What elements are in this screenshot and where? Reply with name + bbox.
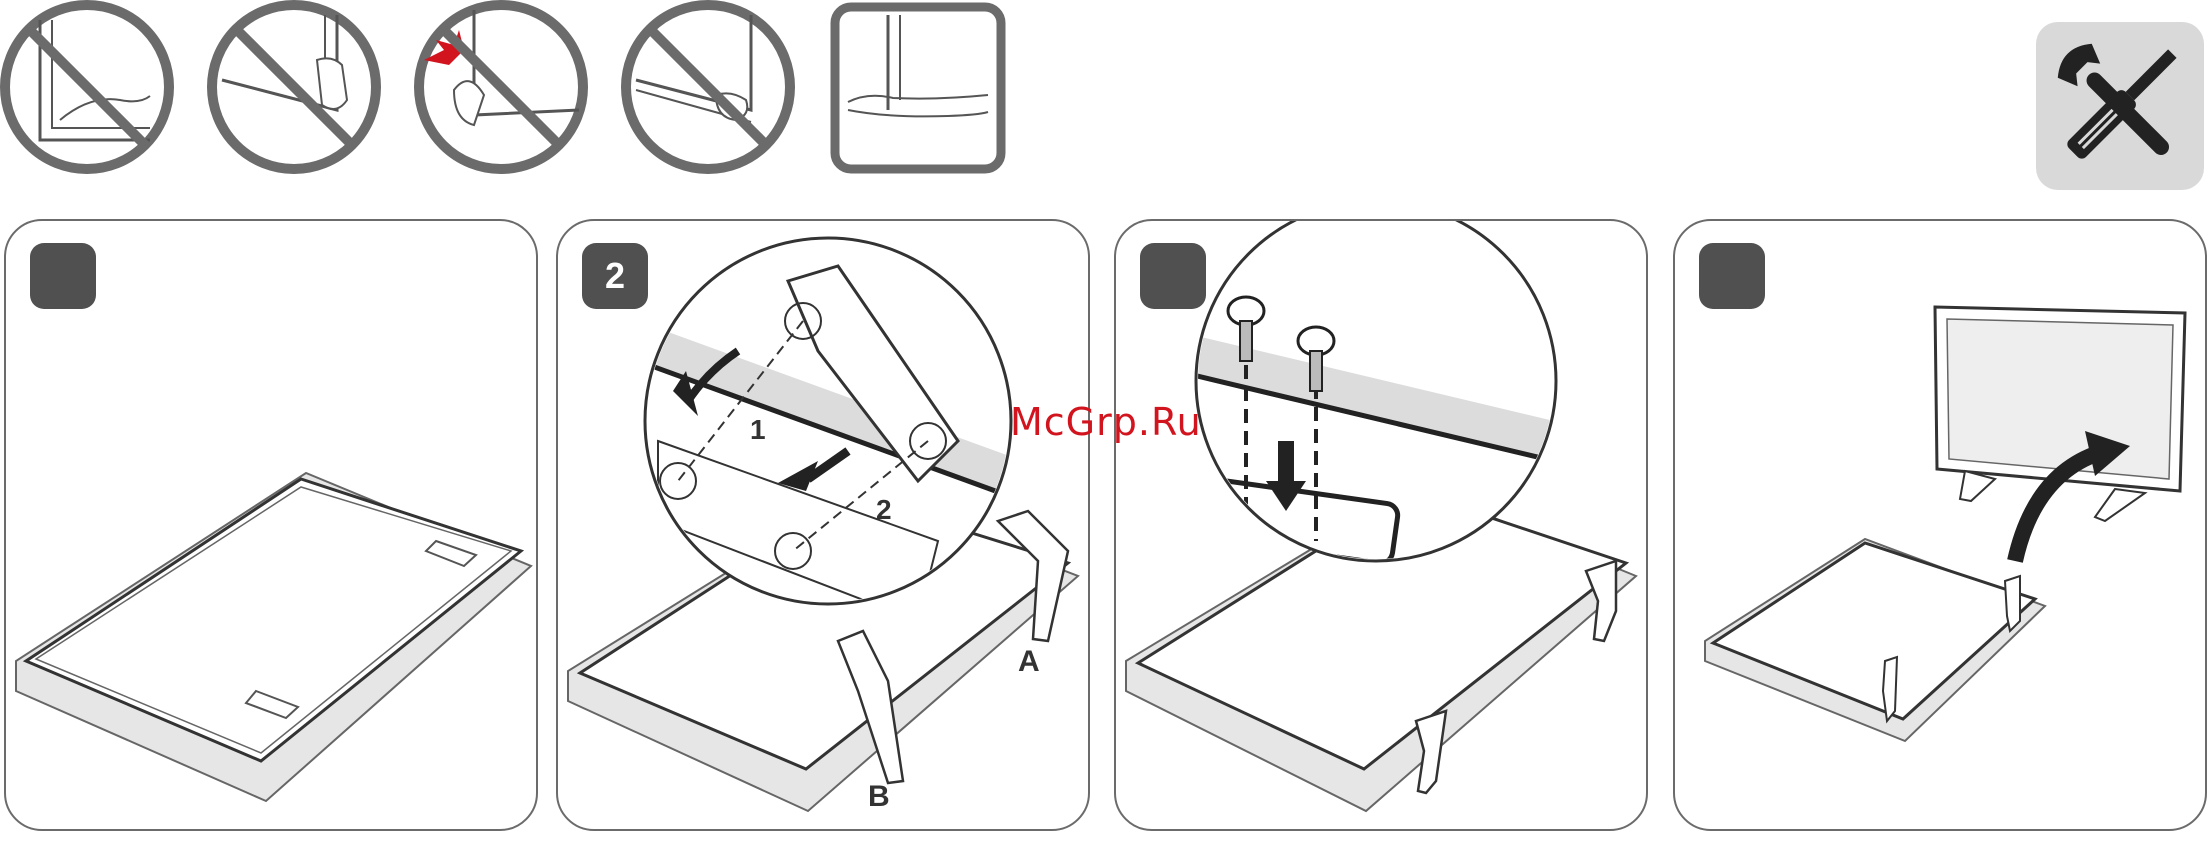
watermark: McGrp.Ru [1010,400,1202,444]
tv-upright-illustration [1675,221,2207,831]
label-2: 2 [876,494,892,525]
no-bottom-grip-icon [621,0,796,175]
step-panel-3 [1114,219,1648,831]
label-a: A [1018,645,1040,678]
correct-support-icon [828,0,1008,178]
tv-face-down-illustration [6,221,538,831]
tools-icon [2036,22,2204,190]
step-panel-4 [1673,219,2207,831]
stand-attach-illustration: A B 1 2 [558,221,1090,831]
no-edge-pinch-icon [207,0,382,175]
no-impact-icon [414,0,589,175]
label-1: 1 [750,414,766,445]
no-corner-grip-icon [0,0,175,175]
label-b: B [868,780,890,813]
step-panel-1 [4,219,538,831]
screw-fasten-illustration [1116,221,1648,831]
step-panel-2: 2 A B 1 2 [556,219,1090,831]
